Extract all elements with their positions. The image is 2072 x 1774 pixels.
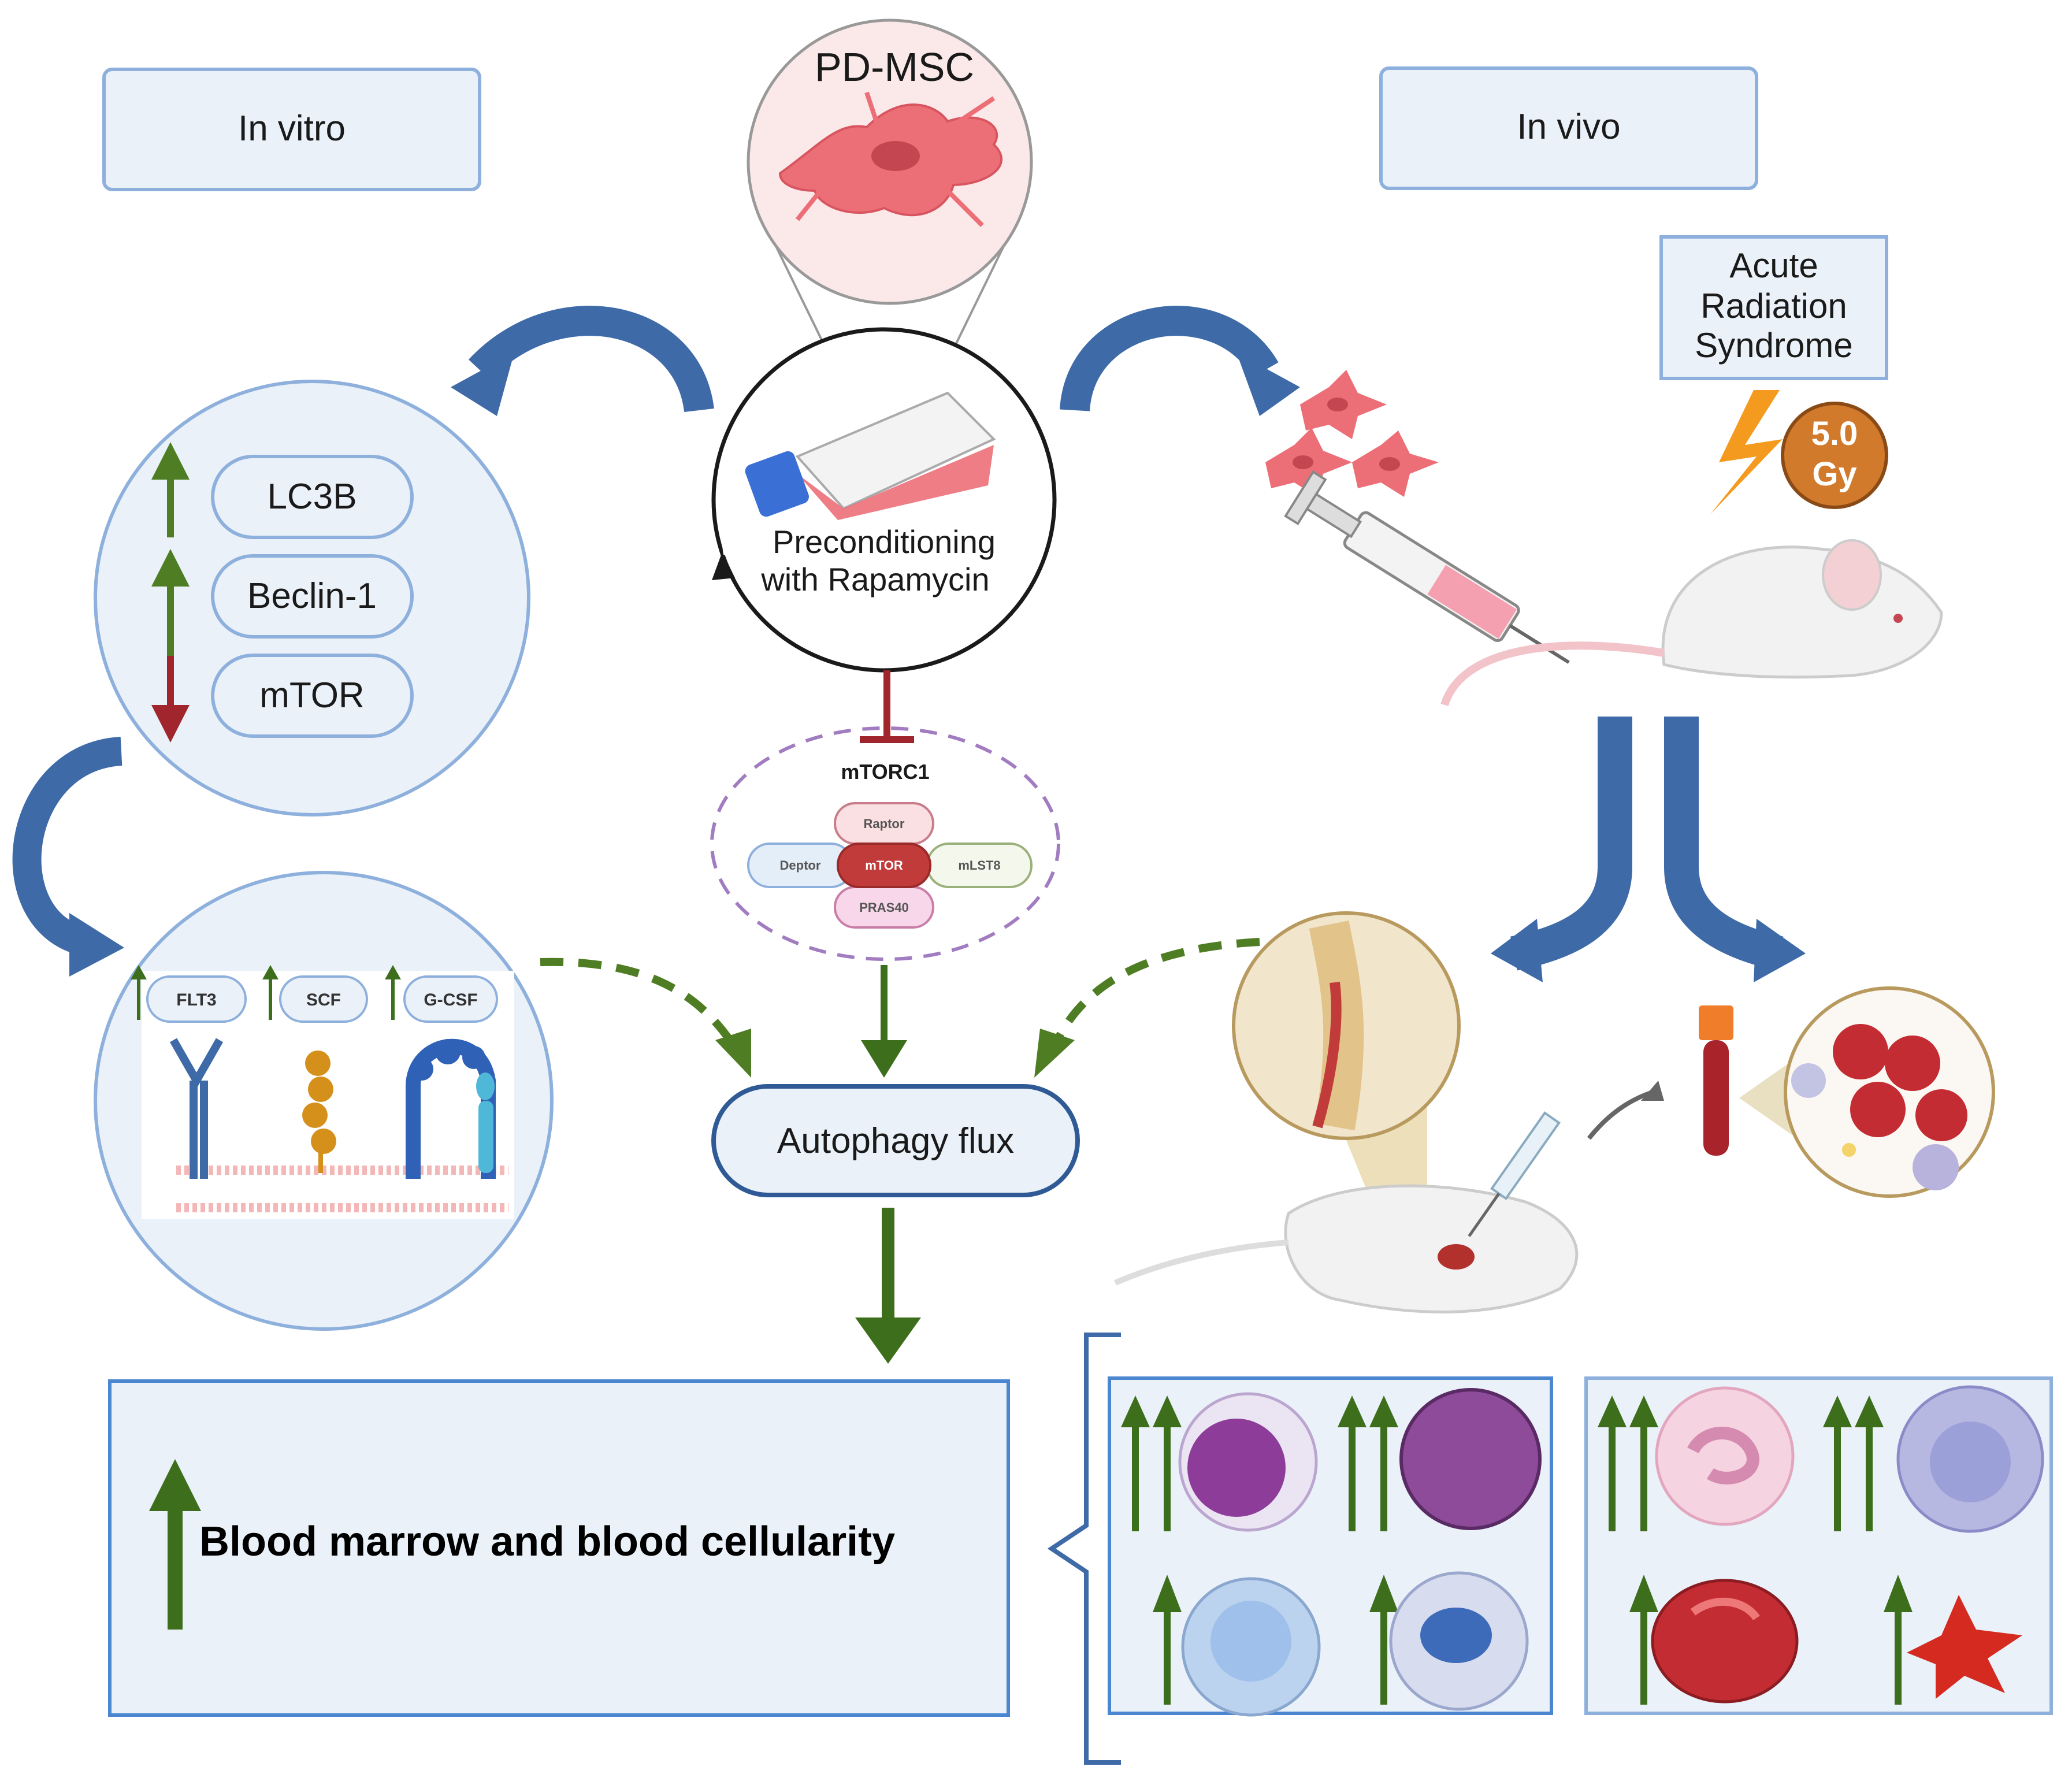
stem-cell-icon — [1181, 1577, 1321, 1717]
bracket — [1047, 1333, 1121, 1765]
mtorc1-title: mTORC1 — [841, 760, 929, 784]
mtorc1-complex: mTORC1 Raptor Deptor mLST8 PRAS40 mTOR — [710, 726, 1060, 961]
svg-text:Acute: Acute — [1729, 246, 1818, 285]
up-arrow-icon — [1823, 1396, 1884, 1531]
receptors-circle: FLT3 SCF G-CSF — [94, 871, 554, 1331]
marker-label: Beclin-1 — [247, 576, 377, 616]
marker-beclin: Beclin-1 — [151, 549, 414, 656]
blue-arrow-to-in-vivo — [1060, 306, 1300, 416]
split-arrow-right — [1664, 717, 1806, 982]
progenitor-cell-icon — [1896, 1385, 2044, 1533]
preconditioning-circle: Preconditioning with Rapamycin — [711, 327, 1057, 673]
receptor-gcsf: G-CSF — [385, 965, 498, 1179]
markers-circle: LC3B Beclin-1 mTOR — [94, 380, 530, 817]
receptor-flt3: FLT3 — [131, 965, 247, 1179]
blue-arrow-to-receptors — [12, 737, 124, 977]
split-arrow-left — [1491, 717, 1632, 982]
prasa40-subunit: PRAS40 — [834, 886, 934, 929]
cell-panel-left — [1108, 1376, 1553, 1717]
in-vitro-label: In vitro — [238, 109, 346, 149]
up-arrow-icon — [1121, 1396, 1182, 1531]
up-arrow-icon — [1369, 1575, 1398, 1705]
msc-cells — [1265, 370, 1439, 497]
neutrophil-cell-icon — [1655, 1386, 1795, 1526]
syringe-icon — [1284, 470, 1570, 664]
preconditioning-line2: with Rapamycin — [760, 561, 989, 597]
marker-mtor: mTOR — [151, 654, 414, 743]
receptor-scf: SCF — [262, 965, 368, 1173]
blood-zoom-circle — [1739, 986, 1995, 1198]
in-vitro-header: In vitro — [102, 68, 481, 191]
in-vivo-header: In vivo — [1379, 66, 1758, 190]
stem-cell-icon — [1300, 370, 1387, 439]
lightning-icon — [1710, 390, 1783, 514]
svg-text:mLST8: mLST8 — [958, 858, 1000, 873]
svg-text:Raptor: Raptor — [864, 817, 905, 831]
syringe-icon — [1468, 1111, 1561, 1237]
dashed-arrow-bone-to-autophagy — [1034, 938, 1260, 1078]
svg-text:mTOR: mTOR — [865, 858, 903, 873]
inhibition-line — [860, 670, 914, 743]
mlst8-subunit: mLST8 — [926, 843, 1033, 888]
progenitor-cell-icon — [1389, 1571, 1529, 1711]
up-arrow-icon — [1598, 1396, 1658, 1531]
cycle-arrowhead — [712, 552, 735, 580]
dashed-arrow-receptors-to-autophagy — [540, 957, 751, 1078]
mouse-icon — [1114, 1184, 1579, 1313]
culture-flask-icon — [745, 391, 996, 520]
result-box: Blood marrow and blood cellularity — [108, 1379, 1010, 1717]
dose-value: 5.0 — [1811, 415, 1858, 452]
green-arrow-mtorc1-to-autophagy — [861, 965, 907, 1078]
platelet-cell-icon — [1907, 1595, 2022, 1699]
red-blood-cell-icon — [1651, 1579, 1799, 1704]
marker-label: LC3B — [267, 477, 357, 517]
svg-text:Radiation: Radiation — [1700, 287, 1847, 325]
marker-lc3b: LC3B — [151, 442, 414, 539]
receptor-label: SCF — [306, 990, 341, 1010]
up-arrow-icon — [1153, 1575, 1182, 1705]
mtor-core: mTOR — [837, 843, 931, 888]
svg-text:Deptor: Deptor — [780, 858, 821, 873]
svg-text:Syndrome: Syndrome — [1695, 326, 1852, 365]
up-arrow-icon — [1884, 1575, 1913, 1705]
cell-panel-right — [1584, 1376, 2053, 1715]
receptor-label: FLT3 — [176, 990, 216, 1010]
pd-msc-label: PD-MSC — [815, 44, 974, 90]
blood-tube-icon — [1699, 1005, 1733, 1156]
marker-label: mTOR — [259, 676, 364, 715]
up-arrow-icon — [1338, 1396, 1398, 1531]
in-vivo-label: In vivo — [1517, 107, 1620, 147]
monocyte-cell-icon — [1178, 1392, 1318, 1532]
dose-badge: 5.0 Gy — [1781, 402, 1888, 509]
blue-arrow-to-in-vitro — [451, 306, 714, 416]
preconditioning-line1: Preconditioning — [773, 524, 996, 560]
lymphocyte-cell-icon — [1399, 1388, 1542, 1530]
stem-cell-icon — [1352, 430, 1439, 497]
dose-unit: Gy — [1812, 455, 1856, 493]
raptor-subunit: Raptor — [834, 802, 934, 845]
membrane — [176, 1166, 508, 1212]
stem-cell-icon — [1265, 428, 1352, 497]
stem-cell-icon — [778, 91, 1003, 227]
ars-box: Acute Radiation Syndrome — [1659, 235, 1888, 380]
green-arrow-autophagy-to-result — [855, 1208, 921, 1364]
svg-text:PRAS40: PRAS40 — [859, 900, 909, 915]
curved-arrow-to-blood — [1587, 1081, 1664, 1140]
autophagy-label: Autophagy flux — [777, 1121, 1014, 1161]
bone-marrow-icon — [1232, 911, 1461, 1225]
receptor-label: G-CSF — [424, 990, 477, 1010]
autophagy-flux-node: Autophagy flux — [711, 1084, 1080, 1197]
mouse-icon — [1440, 539, 1943, 707]
up-arrow-icon — [1629, 1575, 1658, 1705]
pd-msc-circle: PD-MSC — [747, 18, 1033, 305]
result-label: Blood marrow and blood cellularity — [199, 1519, 895, 1565]
